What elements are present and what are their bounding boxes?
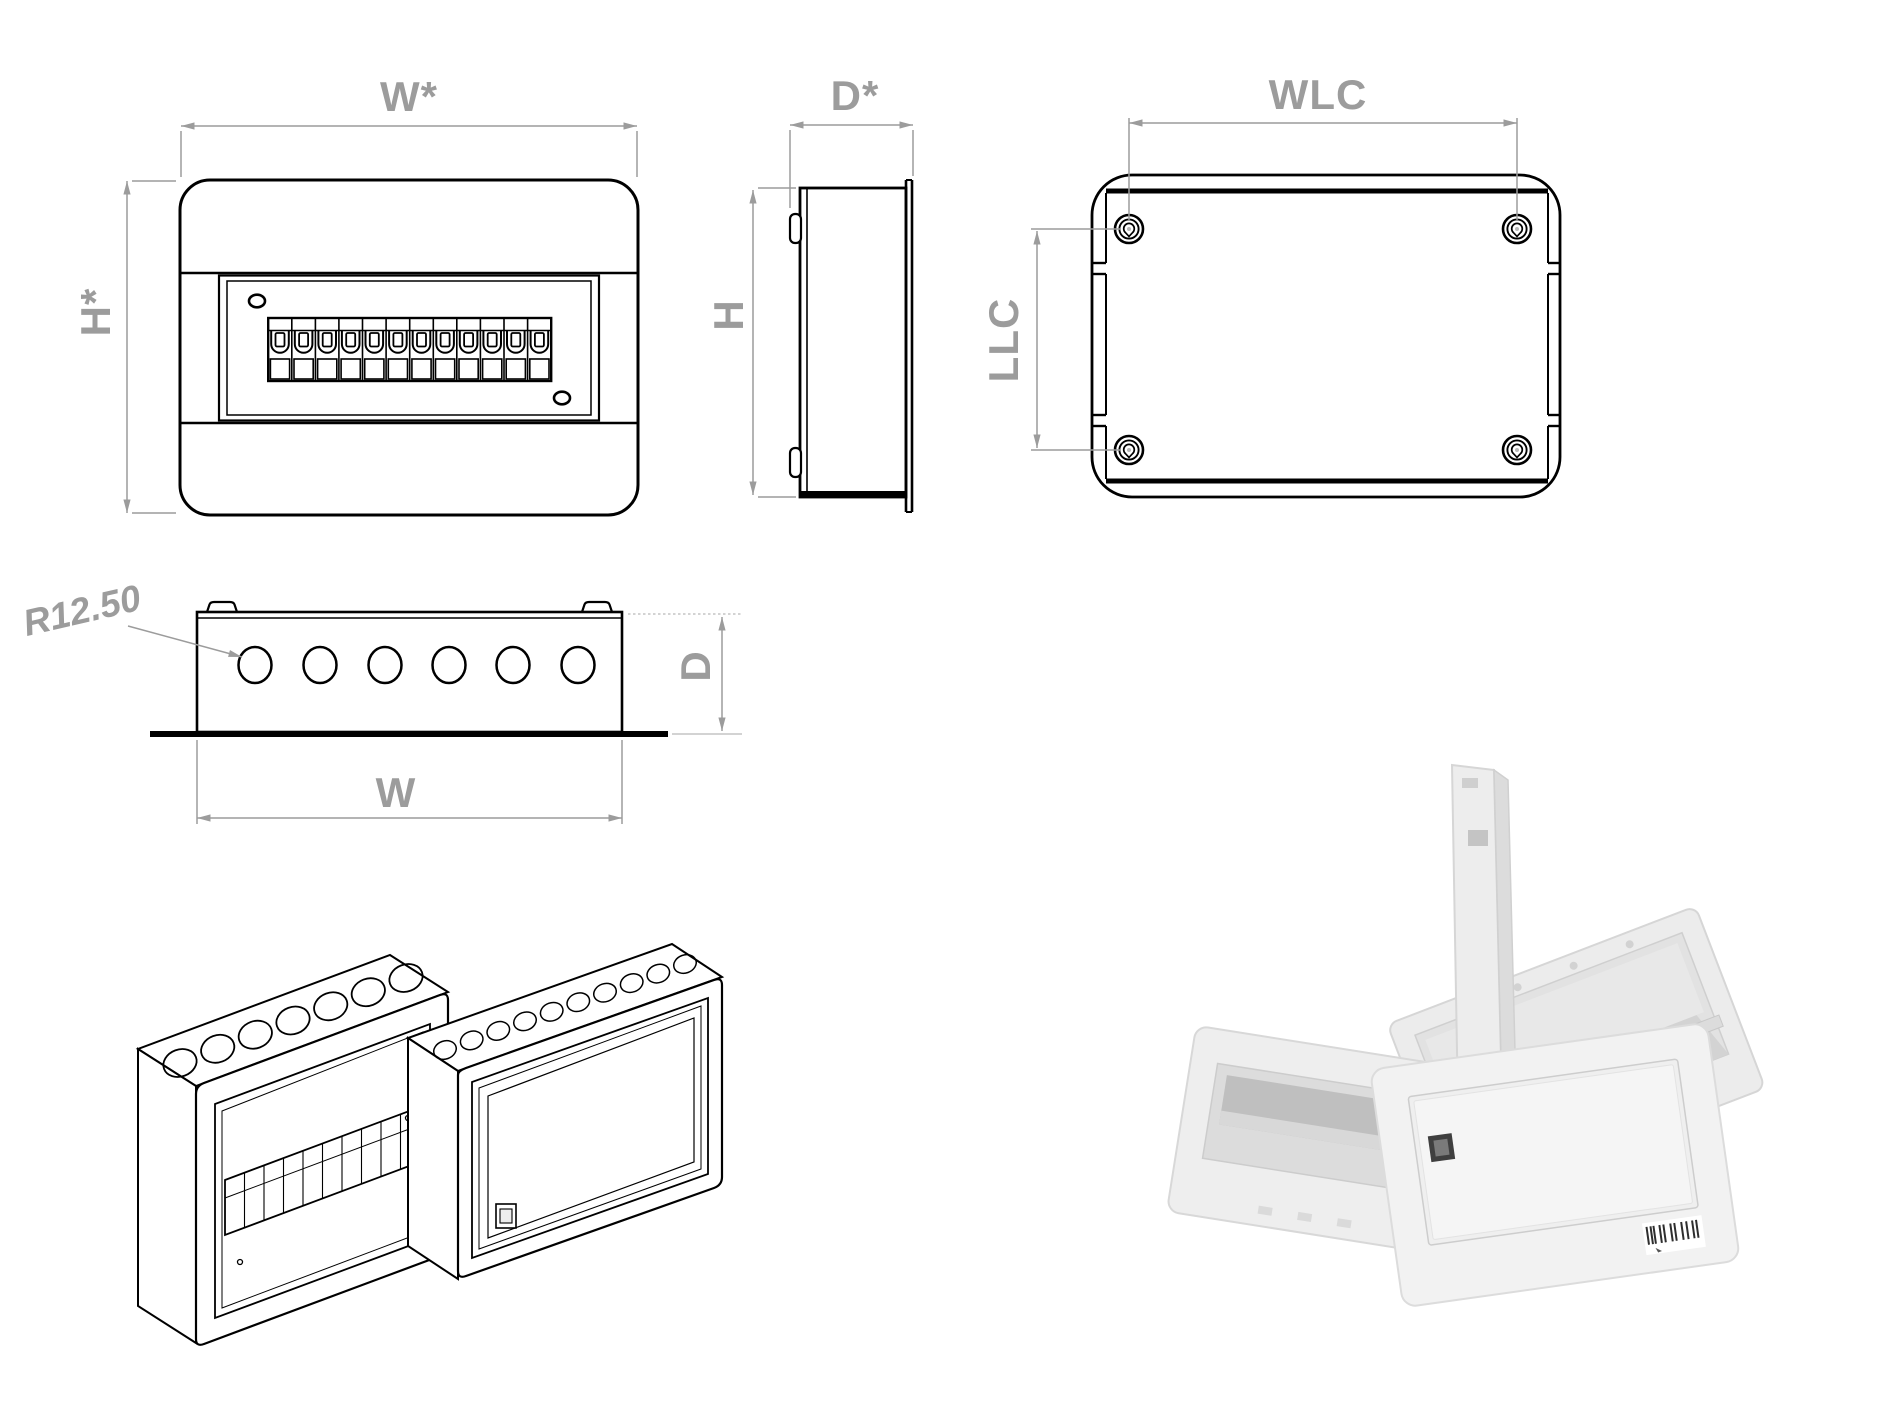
dim-back-wlc xyxy=(1128,118,1518,221)
breaker-row xyxy=(267,316,553,383)
front-view xyxy=(123,122,640,517)
panel-screw xyxy=(552,390,572,406)
back-view xyxy=(1031,118,1562,499)
radius-leader-line xyxy=(127,625,243,658)
dim-label-front-width: W* xyxy=(380,73,438,120)
iso-view-open-box xyxy=(135,953,451,1346)
dim-label-bottom-width: W xyxy=(375,769,417,816)
dim-bottom-width xyxy=(196,740,623,824)
iso-latch xyxy=(495,1203,517,1229)
dim-front-width xyxy=(180,122,638,177)
dim-back-llc xyxy=(1031,228,1121,451)
knockout-hole xyxy=(495,645,531,685)
dim-label-back-llc: LLC xyxy=(980,297,1027,383)
iso-left-face xyxy=(137,1047,197,1345)
top-tab xyxy=(205,600,239,613)
dim-bottom-depth xyxy=(628,613,742,735)
knockout-hole xyxy=(560,645,596,685)
iso-top-knockouts xyxy=(162,963,424,1078)
barcode-sticker xyxy=(1641,1215,1706,1256)
knockout-hole xyxy=(431,645,467,685)
iso-view-door-box xyxy=(405,942,725,1281)
dim-side-height xyxy=(749,187,796,498)
iso-door-panel xyxy=(487,1017,695,1239)
dim-label-side-height: H xyxy=(705,299,752,331)
bottom-view xyxy=(127,600,742,824)
dim-label-front-height: H* xyxy=(72,287,119,337)
dim-label-side-depth: D* xyxy=(830,72,880,119)
iso-top-knockouts xyxy=(433,953,697,1061)
knockout-hole xyxy=(302,645,338,685)
door-frame xyxy=(217,274,601,422)
iso-left-face xyxy=(407,1036,459,1281)
mounting-clip xyxy=(788,446,803,479)
dim-side-depth xyxy=(789,121,914,208)
dim-front-height xyxy=(123,180,176,514)
dim-label-bottom-depth: D xyxy=(672,650,719,682)
side-notches xyxy=(1092,261,1560,428)
iso-door xyxy=(471,996,709,1260)
panel-screw xyxy=(247,293,267,309)
mounting-keyhole xyxy=(1501,434,1533,466)
top-tab xyxy=(580,600,614,613)
iso-flange xyxy=(456,978,724,1278)
photo-box-door xyxy=(1370,1023,1740,1307)
mounting-clip xyxy=(788,212,803,245)
product-photo xyxy=(1167,763,1764,1307)
dim-label-back-wlc: WLC xyxy=(1268,71,1368,118)
side-view xyxy=(749,121,914,513)
knockout-hole xyxy=(367,645,403,685)
knockout-hole xyxy=(237,645,273,685)
knockout-holes xyxy=(237,645,596,685)
